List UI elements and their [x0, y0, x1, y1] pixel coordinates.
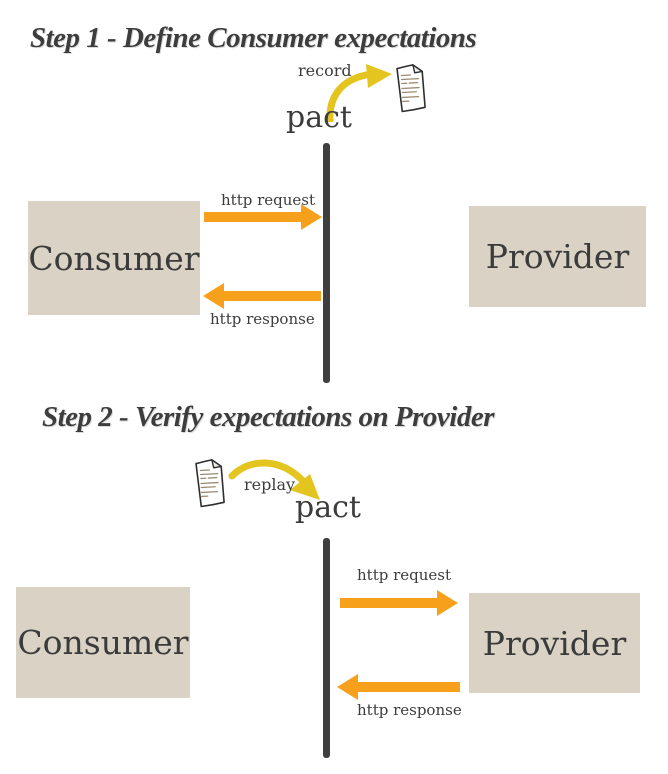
step2-mock-consumer-line: [323, 538, 330, 758]
step2-provider-label: Provider: [482, 623, 627, 663]
step2-provider-box: Provider: [469, 593, 640, 693]
step1-provider-label: Provider: [485, 237, 630, 276]
step2-pact-label: pact: [295, 490, 361, 525]
step1-provider-box: Provider: [469, 206, 646, 307]
step1-pact-label: pact: [286, 100, 352, 135]
step1-mock-service-line: [323, 143, 330, 383]
step1-http-response-label: http response: [210, 310, 315, 328]
step1-http-request-arrow: [204, 204, 322, 230]
record-arrow-icon: [326, 64, 392, 122]
step2-consumer-label: Consumer: [17, 623, 189, 662]
step1-title: Step 1 - Define Consumer expectations: [30, 22, 477, 54]
step2-title: Step 2 - Verify expectations on Provider: [42, 401, 495, 433]
pact-document-icon: [195, 459, 225, 508]
step2-http-request-label: http request: [357, 566, 451, 584]
step2-http-response-arrow: [337, 674, 460, 700]
step1-http-request-label: http request: [221, 191, 315, 209]
step2-http-response-label: http response: [357, 701, 462, 719]
step2-http-request-arrow: [340, 590, 458, 616]
step1-http-response-arrow: [203, 283, 321, 309]
pact-document-icon: [396, 64, 426, 113]
replay-arrow-icon: [228, 459, 320, 500]
step1-record-label: record: [298, 61, 352, 80]
step1-consumer-label: Consumer: [28, 238, 200, 278]
step2-consumer-box: Consumer: [16, 587, 190, 698]
step2-replay-label: replay: [244, 475, 296, 494]
step1-consumer-box: Consumer: [28, 201, 200, 315]
